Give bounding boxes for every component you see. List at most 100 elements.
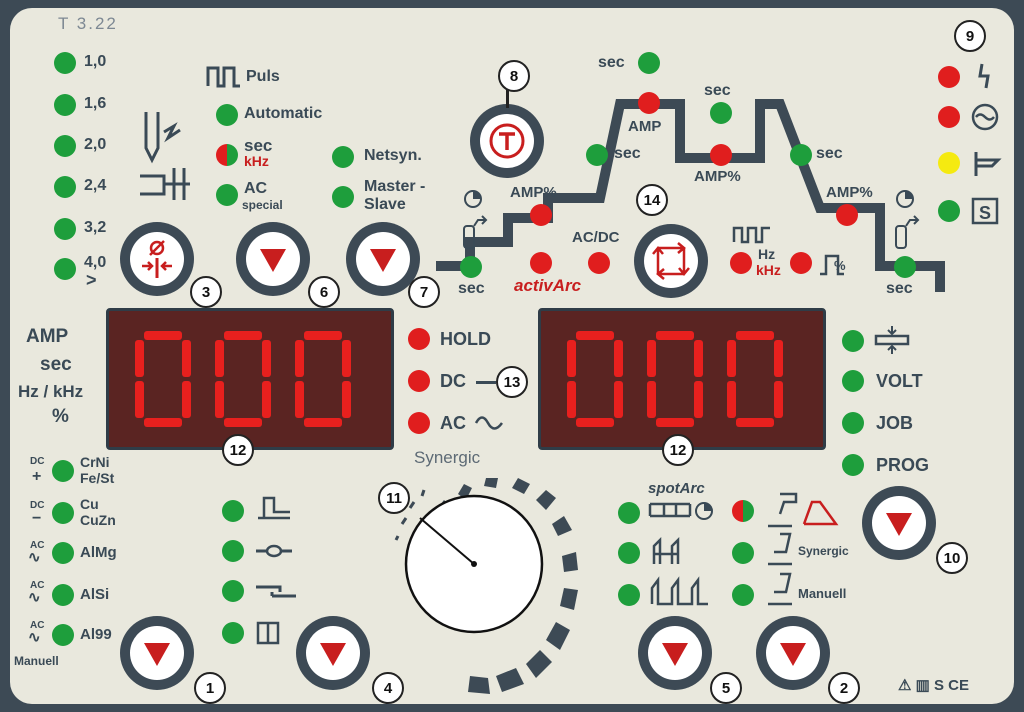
led-seq-amp-pct-right [836, 204, 858, 226]
material-name1-4: AlSi [80, 586, 110, 603]
material-name1-5: Al99 [80, 626, 112, 643]
callout-4: 4 [372, 672, 404, 704]
unit-percent: % [52, 406, 69, 427]
led-joint-2 [222, 540, 244, 562]
callout-13: 13 [496, 366, 528, 398]
segment-digit-0-0 [576, 331, 614, 340]
led-volt [842, 370, 864, 392]
callout-3: 3 [190, 276, 222, 308]
callout-8: 8 [498, 60, 530, 92]
segment-digit-1-0 [224, 331, 262, 340]
led-pulse-hz [730, 252, 752, 274]
torch-mode-button[interactable] [470, 104, 544, 178]
spotarc-button[interactable] [638, 616, 712, 690]
ignition-khz-label: kHz [244, 153, 269, 169]
spotarc-label: spotArc [648, 480, 705, 497]
select-arrow-icon [370, 249, 396, 272]
callout-1: 1 [194, 672, 226, 704]
job-label: JOB [876, 413, 914, 433]
dc-label: DC [440, 371, 466, 391]
led-power-fault [938, 66, 960, 88]
synergic-label: Synergic [414, 448, 481, 467]
led-diameter-2 [54, 94, 76, 116]
manuell-left-label: Manuell [14, 654, 59, 668]
led-material-3 [52, 542, 74, 564]
segment-digit-1-3 [215, 381, 224, 418]
rotate-arrows-icon [652, 242, 690, 280]
material-sign-4: ∿ [28, 589, 41, 606]
led-torch-warning [938, 152, 960, 174]
master-label: Master - [364, 178, 426, 195]
material-pol-4: AC [30, 580, 45, 591]
left-display-digits [135, 331, 351, 427]
select-arrow-icon [320, 643, 346, 666]
operating-mode-button[interactable] [346, 222, 420, 296]
segment-digit-1-1 [224, 418, 262, 427]
led-seq-sec-mid [710, 102, 732, 124]
led-seq-sec-end [894, 256, 916, 278]
segment-digit-2-0 [736, 331, 774, 340]
led-seq-sec-top [638, 52, 660, 74]
material-thickness-icon [874, 326, 910, 354]
segment-digit-0-2 [567, 340, 576, 377]
led-dc [408, 370, 430, 392]
s-mark-icon: S [971, 197, 999, 225]
led-job [842, 412, 864, 434]
synergic-torch-label: Synergic [798, 544, 849, 558]
diameter-label-5: 3,2 [84, 219, 107, 236]
material-sign-3: ∿ [28, 549, 41, 566]
diameter-button[interactable] [120, 222, 194, 296]
seq-amp-label: AMP [628, 118, 662, 135]
led-cooling-fault [938, 106, 960, 128]
torch-mode-select-button[interactable] [756, 616, 830, 690]
ac-mode-label: AC [440, 413, 466, 433]
led-spot-2t [618, 542, 640, 564]
diameter-label-3: 2,0 [84, 136, 107, 153]
segment-digit-2-3 [727, 381, 736, 418]
segment-digit-0-1 [144, 418, 182, 427]
led-acdc [588, 252, 610, 274]
unit-sec: sec [40, 354, 72, 375]
segment-digit-0-2 [135, 340, 144, 377]
callout-12-left: 12 [222, 434, 254, 466]
led-ac-special [216, 184, 238, 206]
segment-digit-1-4 [694, 340, 703, 377]
led-master-slave [332, 186, 354, 208]
rotary-knob[interactable] [386, 478, 586, 694]
pct-label: % [834, 258, 846, 273]
material-pol-1: DC [30, 456, 45, 467]
segment-digit-0-4 [614, 340, 623, 377]
segment-digit-2-1 [304, 418, 342, 427]
led-joint-4 [222, 622, 244, 644]
special-label: special [242, 198, 283, 212]
seq-amp-pct-right: AMP% [826, 184, 873, 201]
material-button[interactable] [120, 616, 194, 690]
seq-sec-right: sec [816, 145, 843, 162]
led-automatic [216, 104, 238, 126]
synergic-torch-icon [768, 532, 792, 566]
segment-digit-0-0 [144, 331, 182, 340]
activarc-label: activArc [514, 276, 582, 295]
led-joint-3 [222, 580, 244, 602]
hz-label: Hz [758, 246, 776, 262]
duty-cycle-icon [820, 254, 844, 276]
select-arrow-icon [144, 643, 170, 666]
callout-7: 7 [408, 276, 440, 308]
ignition-mode-button[interactable] [236, 222, 310, 296]
ramp-slope-icon [802, 500, 839, 526]
seq-sec-left: sec [614, 145, 641, 162]
led-sec-khz [216, 144, 238, 166]
segment-digit-2-4 [342, 340, 351, 377]
sequence-select-button[interactable] [634, 224, 708, 298]
callout-12-right: 12 [662, 434, 694, 466]
joint-type-button[interactable] [296, 616, 370, 690]
cooling-icon [971, 103, 999, 131]
program-button[interactable] [862, 486, 936, 560]
four-step-icon [650, 576, 708, 606]
material-pol-3: AC [30, 540, 45, 551]
diameter-select-icon [142, 240, 172, 278]
led-thickness [842, 330, 864, 352]
led-ac [408, 412, 430, 434]
manuell-torch-label: Manuell [798, 586, 847, 601]
khz-label: kHz [756, 262, 781, 278]
